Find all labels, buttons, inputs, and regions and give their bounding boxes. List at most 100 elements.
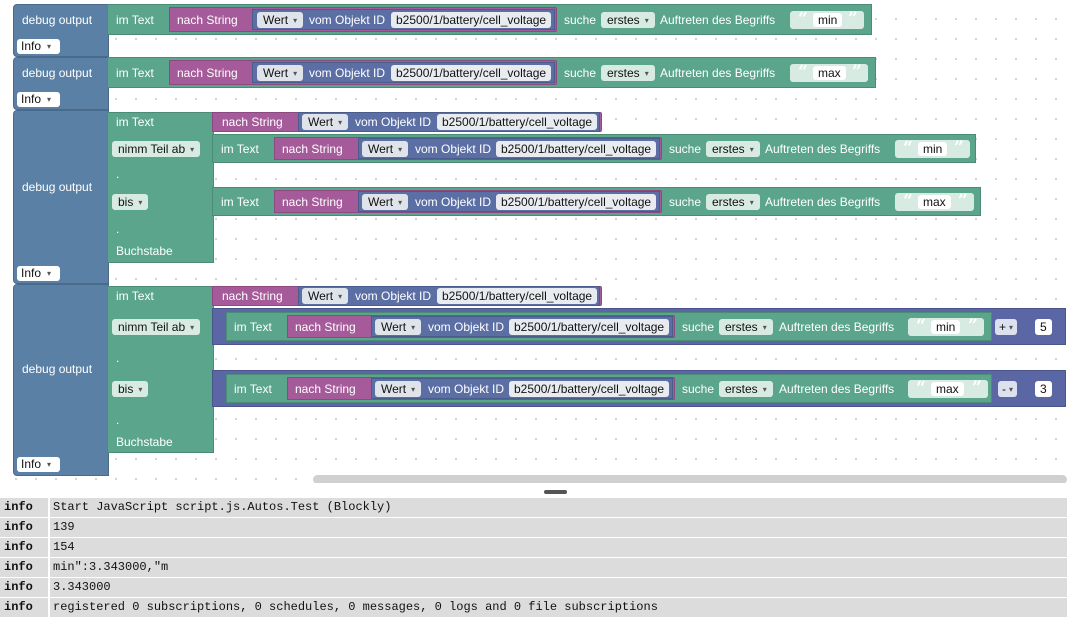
wert-dropdown[interactable]: Wert▾ bbox=[362, 194, 409, 210]
vom-objekt-label: vom Objekt ID bbox=[355, 289, 432, 303]
nach-string-label: nach String bbox=[282, 195, 343, 209]
wert-dropdown[interactable]: Wert▾ bbox=[257, 65, 304, 81]
erstes-dropdown[interactable]: erstes▾ bbox=[719, 381, 773, 397]
wert-dropdown[interactable]: Wert▾ bbox=[302, 288, 349, 304]
chevron-down-icon: ▾ bbox=[411, 323, 416, 332]
erstes-dropdown[interactable]: erstes▾ bbox=[706, 141, 760, 157]
text-literal-min[interactable]: “min” bbox=[908, 316, 984, 336]
info-level-dropdown[interactable]: Info▾ bbox=[17, 39, 60, 54]
wert-dropdown[interactable]: Wert▾ bbox=[375, 319, 422, 335]
debug-output-block-4[interactable] bbox=[13, 284, 109, 476]
substring-block[interactable] bbox=[107, 112, 214, 263]
chevron-down-icon: ▾ bbox=[644, 69, 649, 78]
erstes-dropdown[interactable]: erstes▾ bbox=[601, 12, 655, 28]
log-message: 154 bbox=[50, 538, 1067, 557]
auftreten-label: Auftreten des Begriffs bbox=[660, 13, 776, 27]
panel-splitter[interactable] bbox=[0, 484, 1067, 498]
chevron-down-icon: ▾ bbox=[762, 323, 767, 332]
nimm-teil-dropdown[interactable]: nimm Teil ab▾ bbox=[112, 319, 201, 335]
substring-block[interactable] bbox=[107, 286, 214, 453]
erstes-dropdown[interactable]: erstes▾ bbox=[719, 319, 773, 335]
wert-dropdown[interactable]: Wert▾ bbox=[375, 381, 422, 397]
quote-close-icon: ” bbox=[954, 138, 964, 158]
text-literal-value[interactable]: max bbox=[931, 382, 964, 396]
log-message: min":3.343000,"m bbox=[50, 558, 1067, 577]
object-id-field[interactable]: b2500/1/battery/cell_voltage bbox=[391, 12, 552, 28]
text-literal-value[interactable]: max bbox=[918, 195, 951, 209]
debug-output-label: debug output bbox=[22, 13, 93, 27]
quote-close-icon: ” bbox=[972, 378, 982, 398]
object-id-field[interactable]: b2500/1/battery/cell_voltage bbox=[496, 141, 657, 157]
text-literal-max[interactable]: “ max ” bbox=[895, 191, 974, 211]
separator-dot: . bbox=[116, 222, 120, 236]
chevron-down-icon: ▾ bbox=[1009, 323, 1014, 332]
im-text-label: im Text bbox=[234, 320, 272, 334]
quote-close-icon: ” bbox=[958, 191, 968, 211]
object-id-field[interactable]: b2500/1/battery/cell_voltage bbox=[437, 114, 598, 130]
erstes-dropdown[interactable]: erstes▾ bbox=[706, 194, 760, 210]
blockly-workspace[interactable]: debug output Info▾ im Text nach String W… bbox=[0, 0, 1067, 483]
suche-label: suche bbox=[669, 195, 702, 209]
chevron-down-icon: ▾ bbox=[190, 145, 195, 154]
vom-objekt-label: vom Objekt ID bbox=[415, 142, 492, 156]
object-id-field[interactable]: b2500/1/battery/cell_voltage bbox=[509, 319, 670, 335]
im-text-label: im Text bbox=[221, 195, 259, 209]
erstes-dropdown[interactable]: erstes▾ bbox=[601, 65, 655, 81]
text-literal-max[interactable]: “max” bbox=[790, 62, 868, 82]
info-level-dropdown[interactable]: Info▾ bbox=[17, 266, 60, 281]
nach-string-label: nach String bbox=[222, 289, 283, 303]
text-literal-min[interactable]: “min” bbox=[895, 138, 970, 158]
drag-handle-icon[interactable] bbox=[544, 490, 567, 494]
number-field[interactable]: 5 bbox=[1035, 319, 1052, 335]
quote-open-icon: “ bbox=[903, 191, 913, 211]
separator-dot: . bbox=[116, 413, 120, 427]
text-literal-value[interactable]: min bbox=[931, 320, 961, 334]
bis-dropdown[interactable]: bis▾ bbox=[112, 194, 149, 210]
nimm-teil-dropdown[interactable]: nimm Teil ab▾ bbox=[112, 141, 201, 157]
chevron-down-icon: ▾ bbox=[398, 145, 403, 154]
bis-dropdown[interactable]: bis▾ bbox=[112, 381, 149, 397]
math-operator-dropdown[interactable]: +▾ bbox=[995, 319, 1018, 335]
text-literal-value[interactable]: min bbox=[918, 142, 948, 156]
info-level-dropdown[interactable]: Info▾ bbox=[17, 92, 60, 107]
text-literal-max[interactable]: “max” bbox=[908, 378, 988, 398]
wert-dropdown[interactable]: Wert▾ bbox=[362, 141, 409, 157]
text-literal-value[interactable]: min bbox=[813, 13, 843, 27]
text-literal-value[interactable]: max bbox=[813, 66, 846, 80]
auftreten-label: Auftreten des Begriffs bbox=[660, 66, 776, 80]
im-text-label: im Text bbox=[221, 142, 259, 156]
suche-label: suche bbox=[669, 142, 702, 156]
log-message: 139 bbox=[50, 518, 1067, 537]
math-operator-dropdown[interactable]: -▾ bbox=[998, 381, 1018, 397]
im-text-label: im Text bbox=[116, 66, 154, 80]
number-field[interactable]: 3 bbox=[1035, 381, 1052, 397]
info-level-dropdown[interactable]: Info▾ bbox=[17, 457, 60, 472]
chevron-down-icon: ▾ bbox=[138, 385, 143, 394]
log-level: info bbox=[0, 578, 50, 597]
object-id-field[interactable]: b2500/1/battery/cell_voltage bbox=[509, 381, 670, 397]
suche-label: suche bbox=[682, 320, 715, 334]
horizontal-scrollbar[interactable] bbox=[313, 475, 1067, 483]
wert-dropdown[interactable]: Wert▾ bbox=[257, 12, 304, 28]
text-literal-min[interactable]: “min” bbox=[790, 9, 864, 29]
im-text-label: im Text bbox=[116, 115, 154, 129]
chevron-down-icon: ▾ bbox=[293, 69, 298, 78]
vom-objekt-label: vom Objekt ID bbox=[355, 115, 432, 129]
chevron-down-icon: ▾ bbox=[47, 95, 52, 104]
chevron-down-icon: ▾ bbox=[644, 16, 649, 25]
debug-output-block-3[interactable] bbox=[13, 110, 109, 284]
log-level: info bbox=[0, 498, 50, 517]
log-level: info bbox=[0, 598, 50, 617]
wert-dropdown[interactable]: Wert▾ bbox=[302, 114, 349, 130]
log-message: Start JavaScript script.js.Autos.Test (B… bbox=[50, 498, 1067, 517]
object-id-field[interactable]: b2500/1/battery/cell_voltage bbox=[391, 65, 552, 81]
chevron-down-icon: ▾ bbox=[338, 292, 343, 301]
separator-dot: . bbox=[116, 351, 120, 365]
object-id-field[interactable]: b2500/1/battery/cell_voltage bbox=[496, 194, 657, 210]
object-id-field[interactable]: b2500/1/battery/cell_voltage bbox=[437, 288, 598, 304]
chevron-down-icon: ▾ bbox=[47, 42, 52, 51]
auftreten-label: Auftreten des Begriffs bbox=[779, 382, 895, 396]
